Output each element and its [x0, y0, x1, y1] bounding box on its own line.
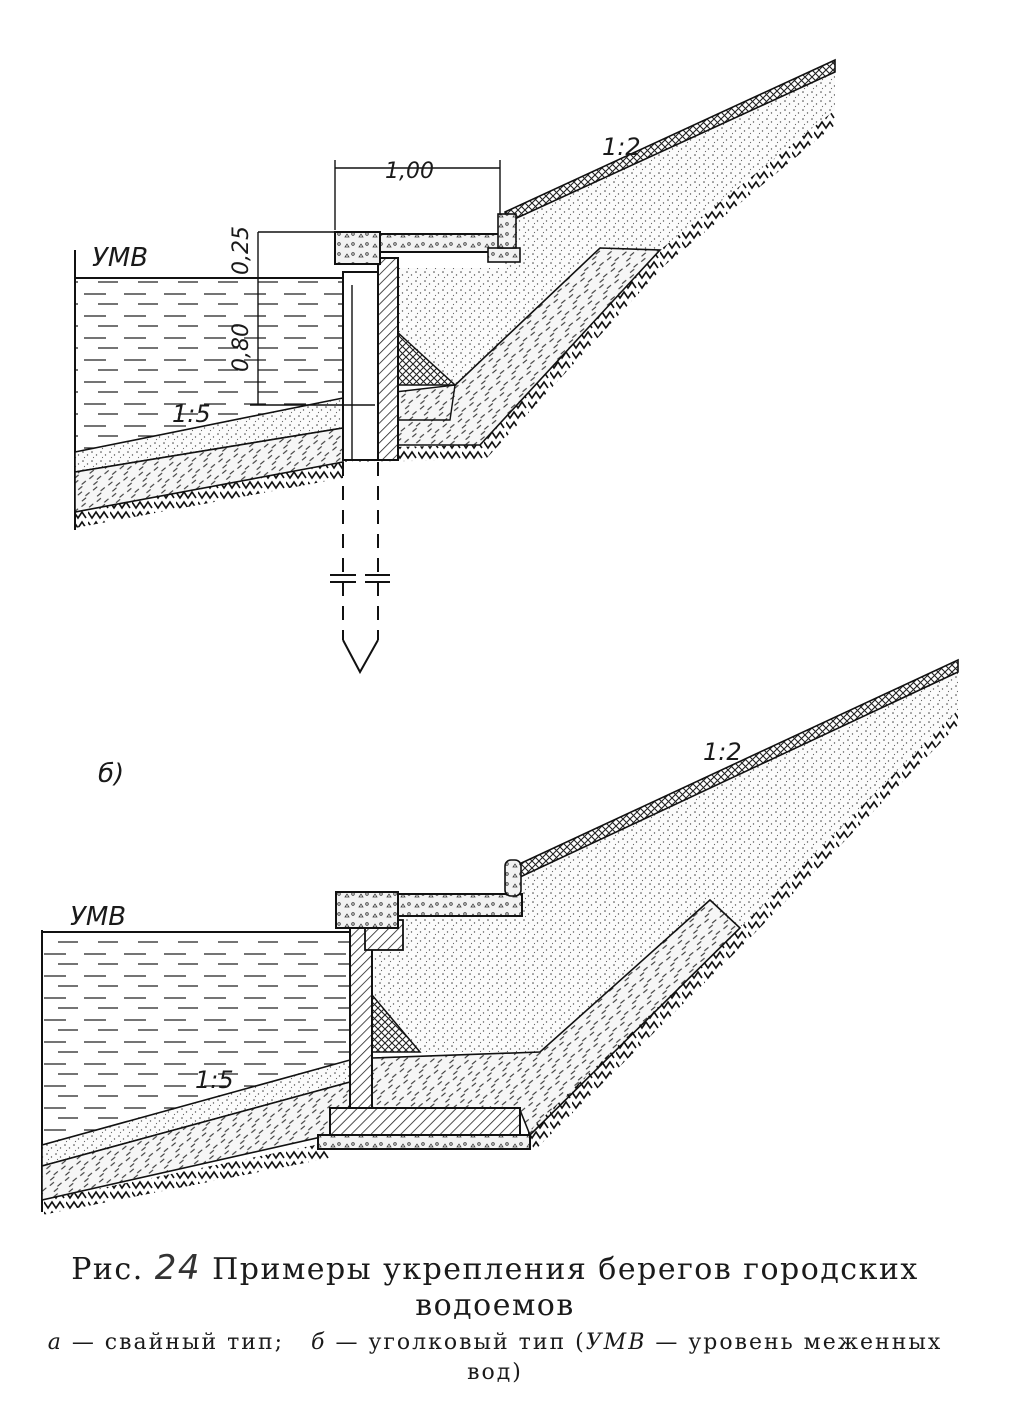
- cap-beam-b: [335, 891, 399, 929]
- slope-lower-label-b: 1:5: [195, 1066, 234, 1094]
- water-level-label-b: УМВ: [70, 902, 126, 932]
- dimension-lines-a: [250, 160, 501, 406]
- slope-lower-label-a: 1:5: [172, 400, 211, 428]
- dim-wall-height-label-a: 0,80: [229, 323, 254, 372]
- pile-extension-dashed-a: [330, 462, 390, 675]
- bed-soil-a: [75, 462, 343, 528]
- slab-toe-a: [487, 247, 521, 263]
- embankment-sand-fill-b: [372, 665, 958, 1052]
- bed-soil-b: [42, 1142, 330, 1215]
- wall-face-b: [349, 924, 373, 1111]
- bank-soil-b: [525, 710, 958, 1150]
- dim-top-height-label-a: 0,25: [229, 226, 254, 275]
- caption-title-line: Рис. 24 Примеры укрепления берегов город…: [30, 1250, 960, 1324]
- figure-caption: Рис. 24 Примеры укрепления берегов город…: [30, 1250, 960, 1388]
- legend-note-text: — уровень меженных вод: [467, 1330, 943, 1385]
- anchor-slab-b: [397, 893, 523, 917]
- slope-upper-label-a: 1:2: [602, 133, 641, 161]
- panel-a-pile-type: 1,00 0,25 0,80 УМВ 1:2 1:5: [74, 58, 836, 675]
- caption-figure-number: 24: [154, 1248, 202, 1288]
- water-body-a: [75, 278, 343, 452]
- caption-title: Примеры укрепления берегов городских вод…: [212, 1252, 919, 1323]
- cap-beam-a: [334, 231, 381, 265]
- panel-label-b: б): [98, 759, 124, 789]
- wall-base-b: [329, 1107, 521, 1137]
- caption-legend: а — свайный тип; б — уголковый тип (УМВ …: [47, 1330, 943, 1385]
- water-level-label-a: УМВ: [92, 243, 148, 273]
- legend-a-text: — свайный тип;: [71, 1330, 285, 1355]
- caption-prefix: Рис.: [71, 1252, 144, 1287]
- panel-b-angle-type: б) УМВ 1:2 1:5: [41, 658, 959, 1215]
- legend-a-letter: а: [47, 1330, 63, 1355]
- pile-wall-a: [377, 257, 399, 461]
- legend-b-text: — уголковый тип: [335, 1330, 567, 1355]
- embankment-sand-fill-a: [395, 65, 835, 385]
- bank-reinforcement-figure: 1,00 0,25 0,80 УМВ 1:2 1:5 б): [41, 58, 959, 1215]
- water-body-b: [42, 932, 350, 1145]
- legend-b-letter: б: [311, 1330, 327, 1355]
- dim-width-label-a: 1,00: [385, 159, 434, 184]
- slope-upper-label-b: 1:2: [703, 738, 742, 766]
- legend-note-abbr: УМВ: [585, 1330, 647, 1355]
- base-slab-b: [317, 1134, 531, 1150]
- anchor-slab-a: [379, 233, 506, 253]
- underlayer-gravel-a: [394, 384, 456, 421]
- pile-face-a: [342, 271, 379, 461]
